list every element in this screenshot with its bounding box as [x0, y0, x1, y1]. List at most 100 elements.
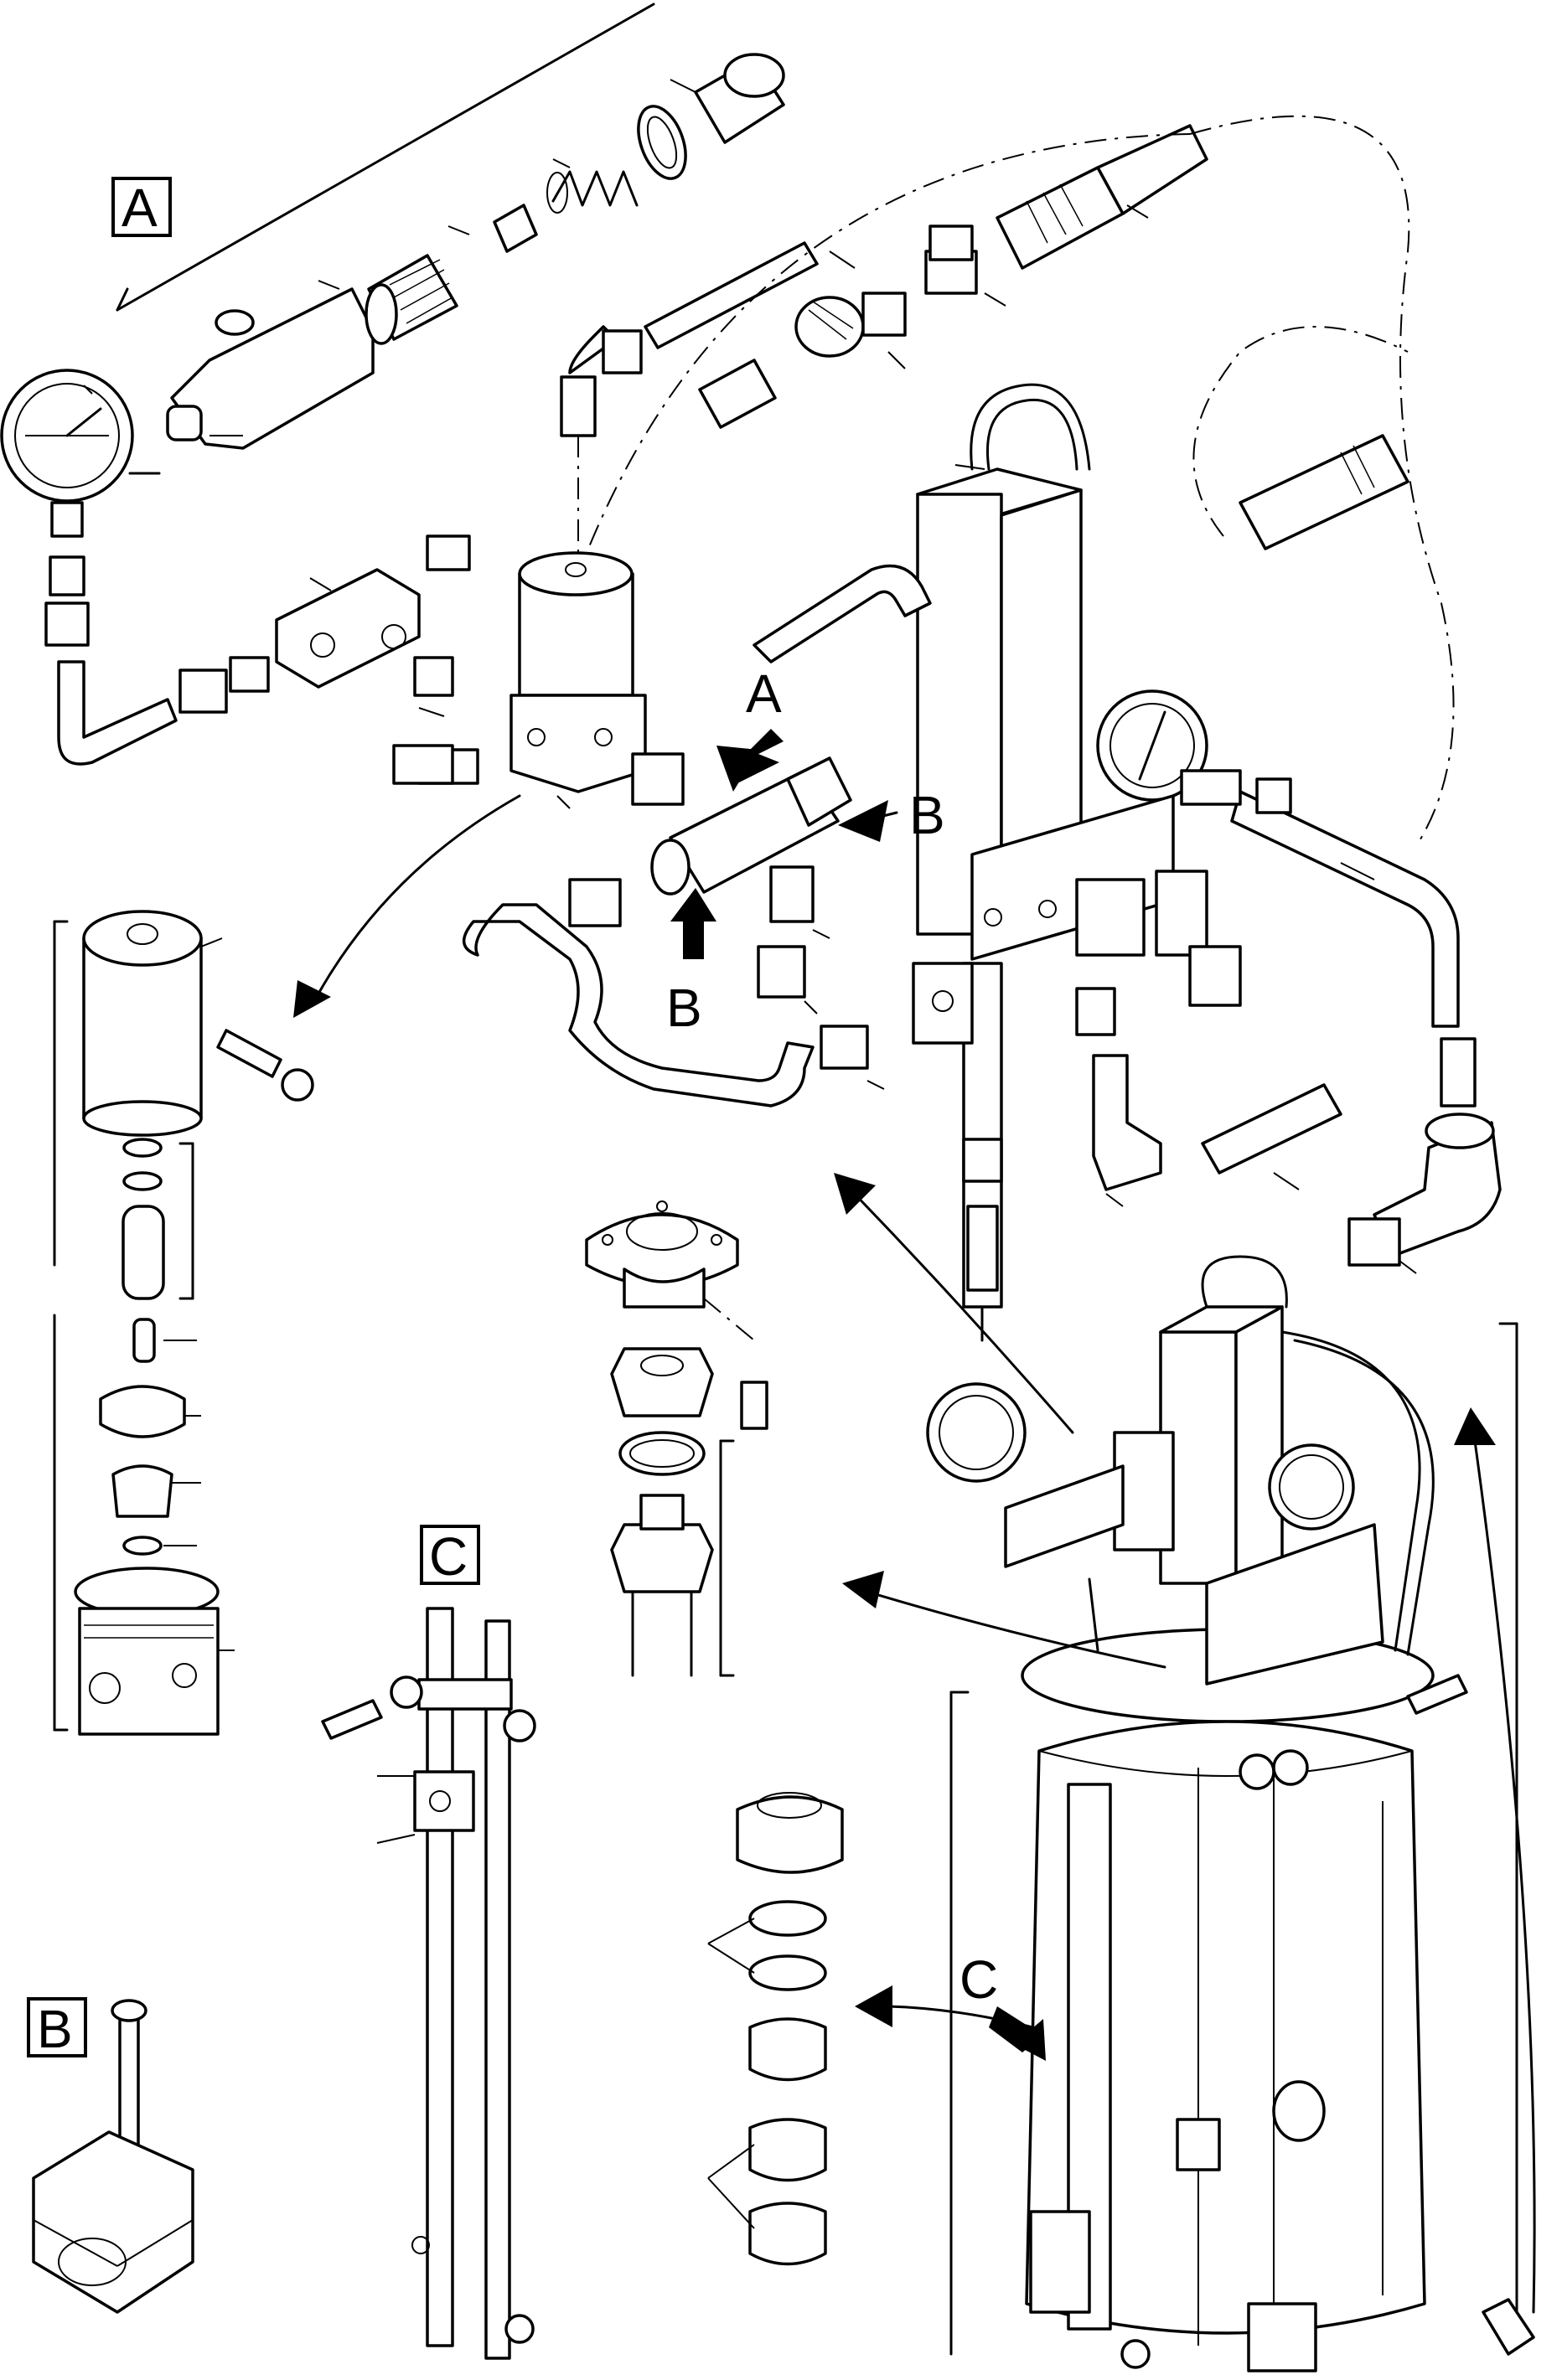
arrow-head-icon [855, 1985, 892, 2027]
leader-arrow-line [849, 1188, 1074, 1434]
nut-fitting-icon [178, 669, 228, 714]
o-ring-icon [748, 1900, 827, 1937]
plug-icon [769, 865, 815, 923]
o-ring-icon [122, 1138, 163, 1158]
bearing-ring-icon [748, 2118, 827, 2182]
pointer-arrow-icon [838, 800, 888, 842]
filter-screen-icon [365, 254, 458, 345]
arrow-head-icon [834, 1173, 876, 1215]
o-ring-icon [122, 1536, 163, 1556]
seal-ring-icon [748, 2017, 827, 2082]
nipple-fitting-icon [1440, 1037, 1477, 1107]
nut-fitting-icon [1188, 945, 1242, 1007]
hex-nut-icon [610, 1523, 714, 1593]
straight-pipe-icon [1201, 1083, 1342, 1175]
nut-fitting-icon [229, 656, 270, 693]
nut-fitting-icon [49, 555, 85, 596]
tube-icon [753, 564, 932, 663]
valve-block-icon [1075, 878, 1146, 957]
bearing-ring-icon [748, 2202, 827, 2266]
screw-icon [390, 1675, 423, 1709]
tank-assembly-icon [926, 1255, 1435, 2372]
nut-fitting-icon [1347, 1217, 1401, 1267]
bolt-icon [1406, 1674, 1468, 1715]
nut-fitting-icon [928, 225, 974, 261]
arrow-b-right-label: B [909, 785, 945, 845]
section-b-group: B [27, 1997, 194, 2314]
valve-seat-icon [99, 1385, 186, 1438]
elbow-fitting-icon [1373, 1113, 1502, 1258]
screw-icon [503, 1709, 536, 1742]
probe-rail-icon [426, 1607, 454, 2347]
o-ring-icon [748, 1954, 827, 1991]
screw-icon [740, 1381, 768, 1430]
arrow-a-label: A [746, 663, 782, 724]
o-ring-icon [122, 1171, 163, 1191]
tube-loop-icon [463, 903, 815, 1107]
probe-rail-icon [484, 1619, 511, 2360]
arrow-head-icon [1454, 1407, 1496, 1445]
callout-leaders [83, 79, 1417, 1274]
adapter-nut-icon [694, 53, 785, 144]
section-a-group: A [0, 3, 1502, 1342]
quick-coupler-icon [698, 292, 907, 429]
elbow-fitting-icon [560, 325, 643, 437]
leader-arrow-line [866, 1590, 1166, 1669]
elbow-fitting-icon [1092, 1054, 1162, 1191]
section-c-group: C [321, 1525, 536, 2360]
leader-arrow-line [313, 794, 521, 1003]
dashed-routing-line [1189, 115, 1455, 847]
probe-clamp-icon [417, 1678, 513, 1711]
nipple-fitting-icon [1255, 777, 1292, 814]
screw-icon [321, 1699, 383, 1740]
group-bracket-line [116, 3, 655, 312]
section-b-label: B [37, 1999, 73, 2059]
valve-core-icon [111, 1464, 173, 1518]
hex-nut-icon [610, 1347, 714, 1417]
pipe-clamp-icon [32, 2130, 194, 2314]
section-c-label: C [429, 1526, 468, 1587]
plug-icon [757, 945, 806, 999]
pin-icon [132, 1318, 156, 1363]
spring-icon [546, 170, 639, 214]
screw-icon [504, 2314, 535, 2344]
nut-fitting-icon [568, 878, 622, 927]
solenoid-valve-icon [509, 551, 647, 793]
straight-fitting-icon [392, 744, 454, 785]
o-ring-icon [618, 1431, 706, 1476]
coil-housing-icon [82, 910, 203, 1137]
section-a-box [111, 177, 172, 237]
nut-fitting-icon [44, 601, 90, 647]
nipple-fitting-icon [426, 534, 471, 571]
arrow-head-icon [293, 980, 331, 1018]
nipple-fitting-icon [413, 656, 454, 697]
hose-section-icon [1239, 434, 1409, 550]
section-c-box [420, 1525, 480, 1585]
tee-fitting-icon [275, 568, 421, 689]
o-ring-icon [637, 105, 687, 180]
check-valve-icon [650, 756, 852, 896]
section-a-label: A [122, 178, 158, 238]
plug-icon [493, 204, 538, 253]
pump-module-icon [912, 383, 1208, 1342]
section-b-box [27, 1997, 87, 2057]
hose-end-icon [996, 124, 1208, 270]
seal-stack-group [707, 1792, 844, 2266]
pointer-arrow-icon [670, 888, 716, 922]
probe-block-icon [413, 1770, 475, 1832]
nipple-fitting-icon [1482, 2298, 1535, 2356]
arrow-c-label: C [959, 1949, 998, 2010]
armature-icon [122, 1205, 165, 1300]
seal-cup-icon [736, 1795, 844, 1874]
bent-tube-icon [57, 660, 178, 766]
valve-body-icon [74, 1567, 220, 1736]
filter-body-icon [166, 287, 375, 450]
valve-block-icon [1155, 870, 1208, 957]
arrow-head-icon [842, 1571, 884, 1608]
screw-icon [281, 1068, 314, 1102]
plug-icon [820, 1025, 869, 1070]
pressure-gauge-icon [0, 369, 161, 538]
nut-fitting-icon [631, 752, 685, 806]
screw-icon [1120, 2339, 1151, 2369]
